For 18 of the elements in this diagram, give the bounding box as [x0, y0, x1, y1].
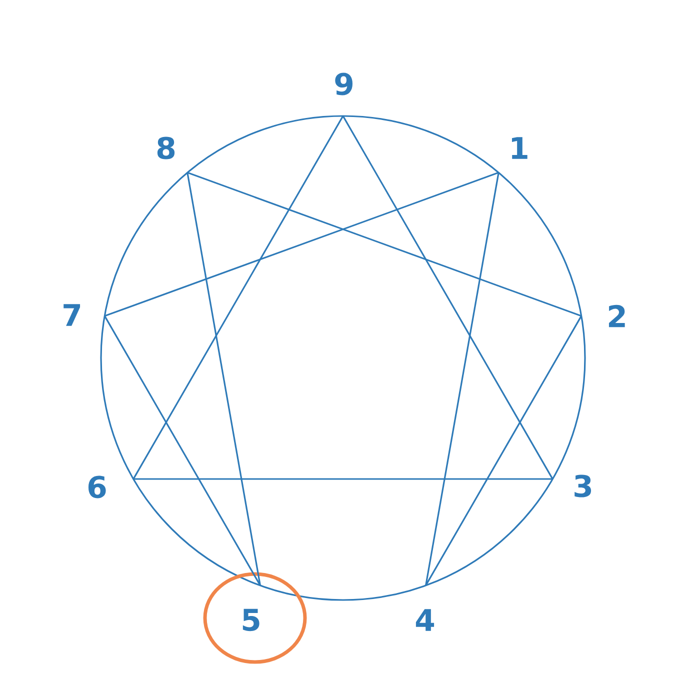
line [132, 116, 344, 480]
number-label: 9 [335, 72, 352, 96]
line [425, 316, 582, 586]
number-label: 5 [242, 608, 260, 632]
number-label: 2 [608, 304, 625, 328]
line [104, 172, 499, 317]
number-label: 6 [88, 476, 106, 498]
line [186, 172, 261, 586]
line [425, 172, 500, 586]
number-label: 7 [64, 304, 80, 326]
number-label: 1 [512, 137, 528, 159]
line [342, 116, 554, 480]
line [104, 316, 261, 586]
number-label: 8 [157, 136, 175, 160]
line [187, 172, 582, 317]
number-label: 3 [574, 474, 592, 498]
line [134, 478, 552, 480]
number-label: 4 [416, 609, 434, 631]
